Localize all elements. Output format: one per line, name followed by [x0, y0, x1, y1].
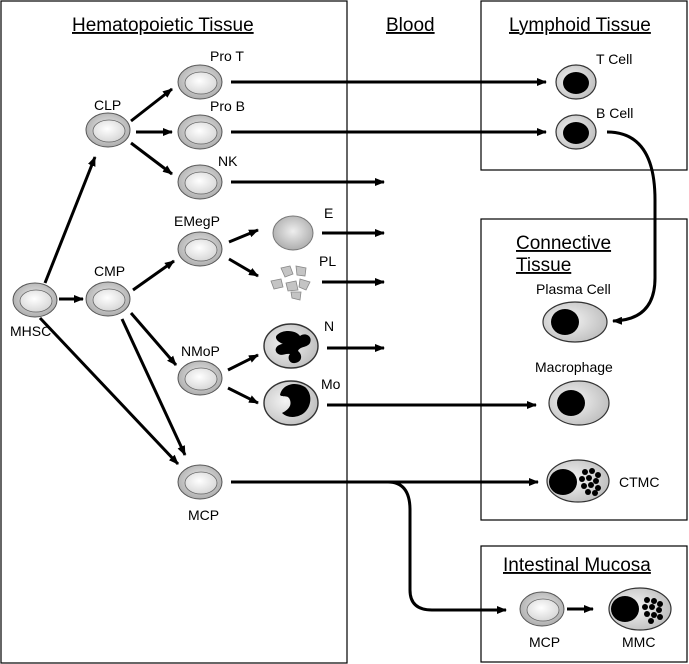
- nk-cell: [177, 164, 223, 200]
- mcp-label: MCP: [188, 507, 219, 523]
- clp-cell: [85, 112, 131, 148]
- nmop-label: NMoP: [181, 343, 220, 359]
- intestinal-mucosa-box: [480, 545, 688, 663]
- hematopoietic-tissue-heading: Hematopoietic Tissue: [72, 15, 254, 36]
- b-cell: [555, 114, 597, 150]
- mcp-cell: [177, 464, 223, 500]
- pro-t-cell: [177, 64, 223, 100]
- monocyte-label: Mo: [321, 376, 341, 392]
- platelets: [270, 265, 311, 301]
- connective-tissue-heading-line2: Tissue: [516, 255, 571, 276]
- b-cell-label: B Cell: [596, 105, 633, 121]
- blood-heading: Blood: [386, 15, 435, 36]
- mmc-label: MMC: [622, 634, 655, 650]
- hematopoietic-tissue-box: [0, 0, 348, 664]
- plasma-cell-label: Plasma Cell: [536, 281, 611, 297]
- plasma-cell: [542, 301, 608, 343]
- platelet-label: PL: [319, 253, 336, 269]
- mcp-intestinal-label: MCP: [529, 634, 560, 650]
- mmc-cell: [608, 587, 672, 631]
- cmp-label: CMP: [94, 263, 125, 279]
- emegp-label: EMegP: [174, 213, 220, 229]
- macrophage-label: Macrophage: [535, 359, 613, 375]
- ctmc-label: CTMC: [619, 474, 659, 490]
- neutrophil-label: N: [324, 318, 334, 334]
- macrophage-cell: [548, 380, 610, 426]
- lymphoid-tissue-heading: Lymphoid Tissue: [509, 15, 651, 36]
- neutrophil-cell: [263, 323, 319, 369]
- t-cell: [555, 64, 597, 100]
- pro-b-label: Pro B: [210, 98, 245, 114]
- pro-t-label: Pro T: [210, 48, 244, 64]
- erythrocyte-label: E: [324, 205, 333, 221]
- mcp-intestinal-cell: [519, 591, 565, 627]
- pro-b-cell: [177, 114, 223, 150]
- intestinal-mucosa-heading: Intestinal Mucosa: [503, 555, 651, 576]
- erythrocyte-cell: [272, 215, 314, 251]
- connective-tissue-heading-line1: Connective: [516, 233, 611, 254]
- emegp-cell: [177, 231, 223, 267]
- monocyte-cell: [263, 380, 319, 426]
- nmop-cell: [177, 360, 223, 396]
- ctmc-cell: [546, 459, 610, 503]
- lymphoid-tissue-box: [480, 0, 688, 171]
- nk-label: NK: [218, 153, 238, 169]
- connective-tissue-box: [480, 218, 688, 521]
- clp-label: CLP: [94, 97, 121, 113]
- cmp-cell: [85, 281, 131, 317]
- lineage-arrows: [38, 78, 657, 614]
- mhsc-cell: [12, 282, 58, 318]
- mhsc-label: MHSC: [10, 323, 51, 339]
- t-cell-label: T Cell: [596, 51, 632, 67]
